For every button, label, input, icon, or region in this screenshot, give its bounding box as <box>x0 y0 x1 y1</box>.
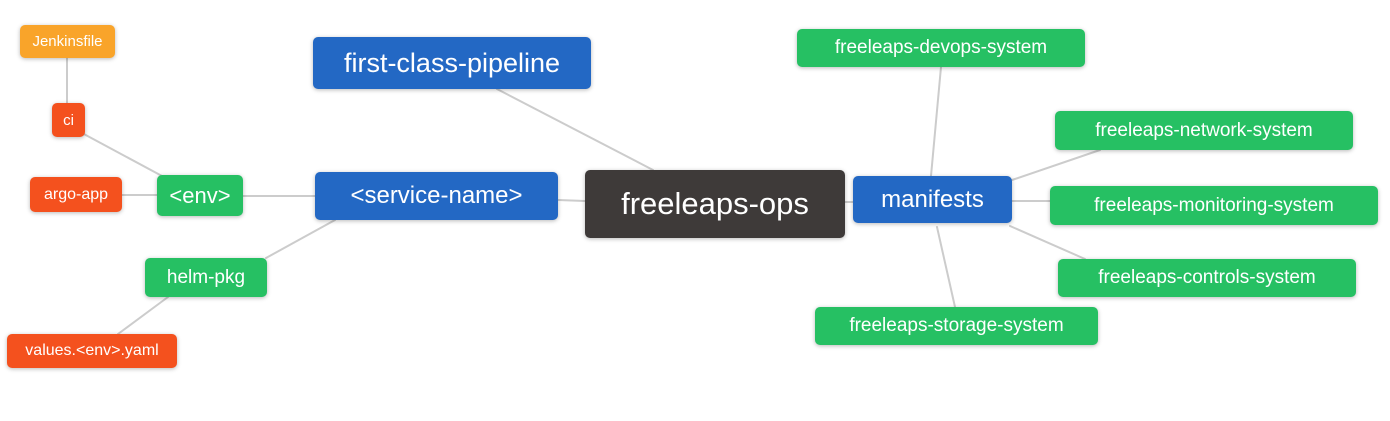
edge-ci-env <box>81 132 163 177</box>
node-argo-app[interactable]: argo-app <box>30 177 122 212</box>
node-freeleaps-storage-system[interactable]: freeleaps-storage-system <box>815 307 1098 345</box>
node-freeleaps-network-system[interactable]: freeleaps-network-system <box>1055 111 1353 150</box>
node-env[interactable]: <env> <box>157 175 243 216</box>
edge-manifests-network-system <box>1011 149 1101 181</box>
edge-manifests-storage-system <box>936 226 956 308</box>
node-jenkinsfile[interactable]: Jenkinsfile <box>20 25 115 58</box>
node-ci[interactable]: ci <box>52 103 85 137</box>
edge-service-name-helm-pkg <box>265 219 336 259</box>
node-freeleaps-monitoring-system[interactable]: freeleaps-monitoring-system <box>1050 186 1378 225</box>
node-freeleaps-ops[interactable]: freeleaps-ops <box>585 170 845 238</box>
edge-first-class-pipeline-freeleaps-ops <box>496 88 654 171</box>
node-helm-pkg[interactable]: helm-pkg <box>145 258 267 297</box>
edge-helm-pkg-values-yaml <box>117 296 169 335</box>
node-manifests[interactable]: manifests <box>853 176 1012 223</box>
node-values-env-yaml[interactable]: values.<env>.yaml <box>7 334 177 368</box>
node-freeleaps-devops-system[interactable]: freeleaps-devops-system <box>797 29 1085 67</box>
edge-manifests-controls-system <box>1009 225 1086 260</box>
node-first-class-pipeline[interactable]: first-class-pipeline <box>313 37 591 89</box>
node-service-name[interactable]: <service-name> <box>315 172 558 220</box>
edge-manifests-devops-system <box>930 66 942 177</box>
node-freeleaps-controls-system[interactable]: freeleaps-controls-system <box>1058 259 1356 297</box>
edge-service-name-freeleaps-ops <box>557 199 586 202</box>
